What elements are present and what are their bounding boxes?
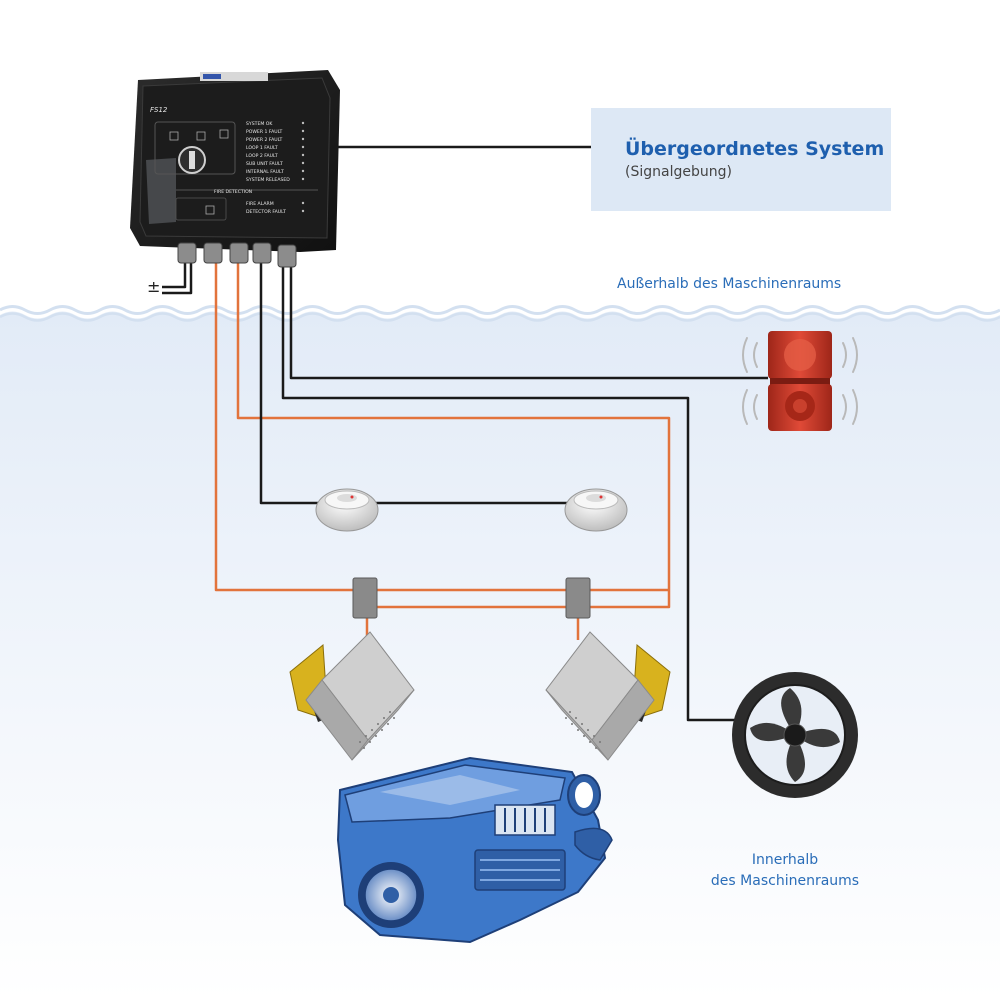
fs12-control-panel: FS12 SYSTEM OK POWER 1 FAULT POWER 2 FAU… [130,70,340,268]
alarm-beacon-icon [742,331,858,431]
indicator-label: POWER 2 FAULT [246,137,283,143]
indicator-label: SYSTEM OK [246,121,273,127]
upper-system-title: Übergeordnetes System [625,138,885,160]
detector-loop-wire [259,258,580,505]
indicator-label: LOOP 2 FAULT [246,153,278,159]
smoke-detector-icon [564,488,628,532]
alarm-indicator-label: DETECTOR FAULT [246,209,286,215]
cable-glands [177,242,297,268]
zone-boundary-wave [0,305,1000,315]
power-wire [162,255,187,289]
indicator-list: SYSTEM OK POWER 1 FAULT POWER 2 FAULT LO… [246,121,305,183]
fan-icon [732,672,858,798]
zone-boundary-wave-2 [0,312,1000,322]
extinguisher-unit-icon [289,631,415,761]
alarm-indicator-label: FIRE ALARM [246,201,274,207]
indicator-label: SUB UNIT FAULT [246,161,283,167]
engine-room-zone [0,311,1000,1000]
inside-zone-label-line2: des Maschinenraums [710,873,860,889]
release-loop-1 [214,258,668,592]
beacon-wire [289,262,768,380]
power-wire-2 [162,255,193,295]
engine-icon [336,756,613,944]
junction-box-icon [565,577,591,619]
panel-model-label: FS12 [150,106,168,114]
upper-system-box: Übergeordnetes System (Signalgebung) [591,108,891,211]
inside-zone-label: Innerhalb des Maschinenraums [680,850,890,892]
inside-zone-label-line1: Innerhalb [751,852,819,868]
panel-section-label: FIRE DETECTION [214,189,252,195]
indicator-label: SYSTEM RELEASED [246,177,290,183]
indicator-label: POWER 1 FAULT [246,129,283,135]
fan-wire [281,262,740,722]
indicator-label: LOOP 1 FAULT [246,145,278,151]
extinguisher-unit-icon [545,631,671,761]
junction-box-icon [352,577,378,619]
smoke-detector-icon [315,488,379,532]
power-symbol: ± [147,277,160,296]
outside-zone-label: Außerhalb des Maschinenraums [617,276,842,292]
indicator-label: INTERNAL FAULT [246,169,284,175]
upper-system-subtitle: (Signalgebung) [625,164,732,180]
